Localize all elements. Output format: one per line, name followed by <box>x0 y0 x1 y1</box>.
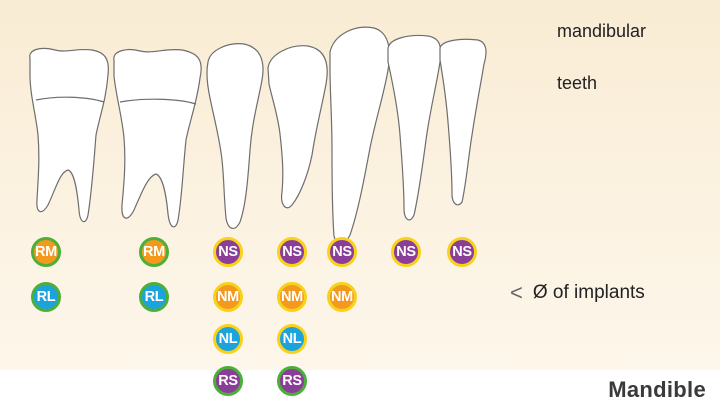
molar-tooth-2 <box>114 50 201 227</box>
molar-tooth-1 <box>30 48 109 221</box>
less-than-symbol: < <box>510 280 523 306</box>
implant-badge-rm: RM <box>31 237 61 267</box>
implant-badge-rl: RL <box>139 282 169 312</box>
implant-badge-nl: NL <box>213 324 243 354</box>
caption-line-2: teeth <box>557 73 597 93</box>
premolar-tooth-2 <box>268 46 327 208</box>
implant-diameter-legend: < Ø of implants <box>510 280 645 306</box>
implant-badge-nm: NM <box>327 282 357 312</box>
implant-badge-rs: RS <box>213 366 243 396</box>
premolar-tooth-1 <box>207 44 263 229</box>
implant-badge-nm: NM <box>213 282 243 312</box>
implant-badge-nm: NM <box>277 282 307 312</box>
implant-badge-rm: RM <box>139 237 169 267</box>
incisor-tooth-1 <box>388 36 441 220</box>
legend-text: Ø of implants <box>533 282 645 304</box>
canine-tooth <box>330 27 389 243</box>
incisor-tooth-2 <box>440 39 486 205</box>
implant-badge-ns: NS <box>447 237 477 267</box>
implant-badge-rl: RL <box>31 282 61 312</box>
implant-badge-nl: NL <box>277 324 307 354</box>
implant-badge-ns: NS <box>391 237 421 267</box>
caption-mandibular-teeth: mandibular teeth <box>557 0 646 96</box>
implant-badge-ns: NS <box>213 237 243 267</box>
implant-badge-ns: NS <box>277 237 307 267</box>
implant-badge-ns: NS <box>327 237 357 267</box>
implant-badge-rs: RS <box>277 366 307 396</box>
caption-line-1: mandibular <box>557 21 646 41</box>
mandible-title: Mandible <box>608 377 706 403</box>
